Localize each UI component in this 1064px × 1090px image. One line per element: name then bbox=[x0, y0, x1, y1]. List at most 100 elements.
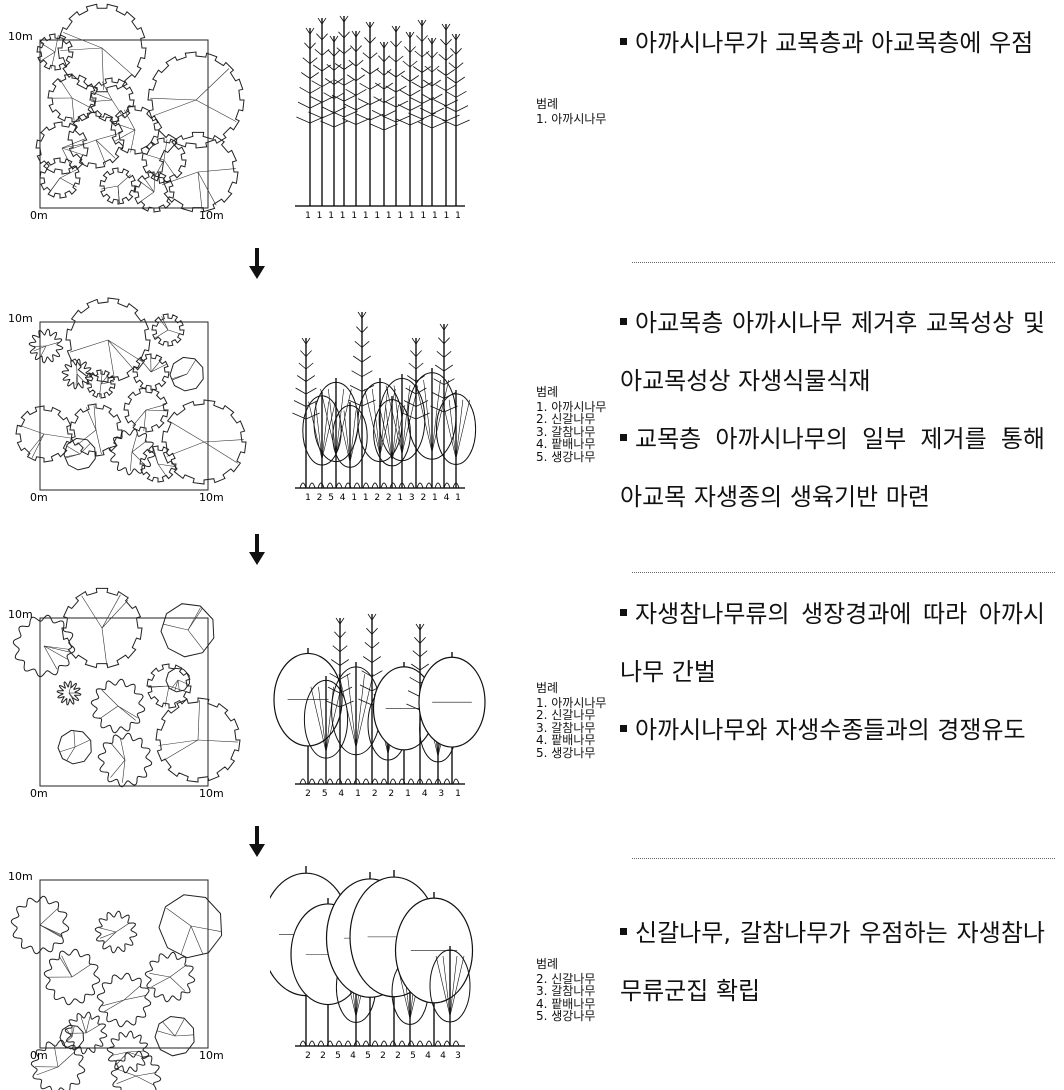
shrub-mark bbox=[299, 778, 307, 785]
shrub-mark bbox=[362, 1040, 370, 1047]
shrub-mark bbox=[407, 1040, 415, 1047]
profile-tree bbox=[342, 30, 370, 206]
profile-tree bbox=[326, 617, 354, 784]
tree-crown bbox=[65, 297, 151, 383]
shrub-mark bbox=[371, 1040, 379, 1047]
profile-number-label: 2 bbox=[305, 1051, 311, 1061]
shrub-mark bbox=[326, 1040, 334, 1047]
profile-number-label: 1 bbox=[405, 789, 411, 799]
tree-crown bbox=[144, 951, 196, 1003]
legend-item: 5. 생강나무 bbox=[536, 1009, 596, 1023]
legend-item: 3. 갈참나무 bbox=[536, 424, 596, 439]
bullet-item: 아까시나무가 교목층과 아교목층에 우점 bbox=[620, 14, 1045, 72]
profile-tree bbox=[331, 662, 381, 784]
shrub-mark bbox=[398, 482, 406, 489]
tree-crown bbox=[61, 587, 143, 669]
tree-crown bbox=[64, 1011, 108, 1055]
profile-number-label: 4 bbox=[422, 789, 428, 799]
shrub-mark bbox=[407, 778, 415, 785]
legend-item: 2. 신갈나무 bbox=[536, 971, 596, 986]
shrub-mark bbox=[335, 1040, 343, 1047]
shrub-mark bbox=[308, 482, 316, 489]
tree-crown bbox=[15, 405, 73, 463]
profile-tree bbox=[308, 17, 336, 206]
shrub-mark bbox=[389, 778, 397, 785]
tree-crown bbox=[108, 428, 156, 476]
profile-number-label: 4 bbox=[425, 1051, 431, 1061]
tree-crown bbox=[141, 137, 187, 183]
profile-number-label: 5 bbox=[322, 789, 328, 799]
profile-number-label: 1 bbox=[328, 211, 334, 221]
tree-crown bbox=[123, 387, 169, 433]
legend-item: 1. 아까시나무 bbox=[536, 111, 607, 126]
shrub-mark bbox=[371, 778, 379, 785]
tree-crown bbox=[69, 403, 123, 457]
plan-view-diagram: 10m 0m 10m bbox=[8, 870, 224, 1090]
tree-crown bbox=[158, 894, 223, 959]
plan-label-origin: 0m bbox=[30, 209, 48, 222]
tree-crown bbox=[39, 157, 81, 199]
tree-crown bbox=[160, 603, 215, 658]
profile-trees bbox=[270, 866, 474, 1047]
profile-number-label: 2 bbox=[386, 493, 392, 503]
shrub-mark bbox=[443, 1040, 451, 1047]
description: 신갈나무, 갈참나무가 우점하는 자생참나무류군집 확립 bbox=[620, 904, 1045, 1020]
profile-trees bbox=[273, 613, 486, 785]
tree-crown bbox=[169, 356, 204, 392]
legend: 범례 1. 아까시나무 2. 신갈나무 3. 갈참나무 4. 팥배나무 5. 생… bbox=[536, 682, 646, 759]
down-arrow-icon bbox=[247, 826, 267, 858]
legend-item: 1. 아까시나무 bbox=[536, 695, 607, 710]
shrub-mark bbox=[452, 778, 460, 785]
tree-crown bbox=[86, 369, 116, 399]
tree-crowns bbox=[12, 587, 241, 788]
tree-crown bbox=[59, 1024, 85, 1050]
tree-crown bbox=[133, 171, 175, 213]
plan-label-right: 10m bbox=[199, 209, 224, 222]
profile-tree bbox=[302, 392, 342, 488]
profile-tree bbox=[432, 23, 460, 206]
profile-number-label: 2 bbox=[317, 493, 323, 503]
tree-crown bbox=[36, 33, 74, 71]
shrub-mark bbox=[353, 482, 361, 489]
legend-item: 5. 생강나무 bbox=[536, 449, 596, 464]
bullet-square-icon bbox=[620, 434, 627, 441]
profile-tree bbox=[303, 676, 349, 784]
description: 아교목층 아까시나무 제거후 교목성상 및 아교목성상 자생식물식재 교목층 아… bbox=[620, 294, 1045, 526]
shrub-mark bbox=[362, 482, 370, 489]
tree-crown bbox=[96, 972, 152, 1028]
legend-item: 3. 갈참나무 bbox=[536, 984, 596, 998]
profile-number-label: 5 bbox=[335, 1051, 341, 1061]
tree-crown bbox=[155, 697, 241, 783]
profile-number-label: 1 bbox=[374, 211, 380, 221]
tree-crown bbox=[94, 910, 138, 954]
shrub-mark bbox=[380, 1040, 388, 1047]
profile-number-label: 2 bbox=[320, 1051, 326, 1061]
plan-label-right: 10m bbox=[199, 1049, 224, 1062]
legend-item: 4. 팥배나무 bbox=[536, 733, 596, 747]
plan-label-top: 10m bbox=[8, 30, 33, 43]
profile-number-label: 1 bbox=[363, 493, 369, 503]
shrub-mark bbox=[434, 482, 442, 489]
shrub-mark bbox=[326, 482, 334, 489]
shrub-mark bbox=[425, 778, 433, 785]
profile-tree bbox=[320, 35, 348, 206]
bullet-square-icon bbox=[620, 928, 627, 935]
shrub-mark bbox=[344, 778, 352, 785]
tree-crown bbox=[12, 614, 76, 678]
tree-crown bbox=[67, 111, 125, 169]
profile-number-label: 1 bbox=[432, 211, 438, 221]
profile-number-label: 2 bbox=[374, 493, 380, 503]
plan-label-origin: 0m bbox=[30, 787, 48, 800]
profile-tree bbox=[418, 652, 486, 784]
tree-crown bbox=[43, 948, 101, 1006]
profile-number-label: 2 bbox=[395, 1051, 401, 1061]
tree-crown bbox=[151, 313, 185, 347]
shrub-mark bbox=[380, 482, 388, 489]
shrub-mark bbox=[335, 482, 343, 489]
bullet-square-icon bbox=[620, 725, 627, 732]
profile-number-label: 1 bbox=[397, 493, 403, 503]
profile-trees bbox=[296, 15, 470, 206]
